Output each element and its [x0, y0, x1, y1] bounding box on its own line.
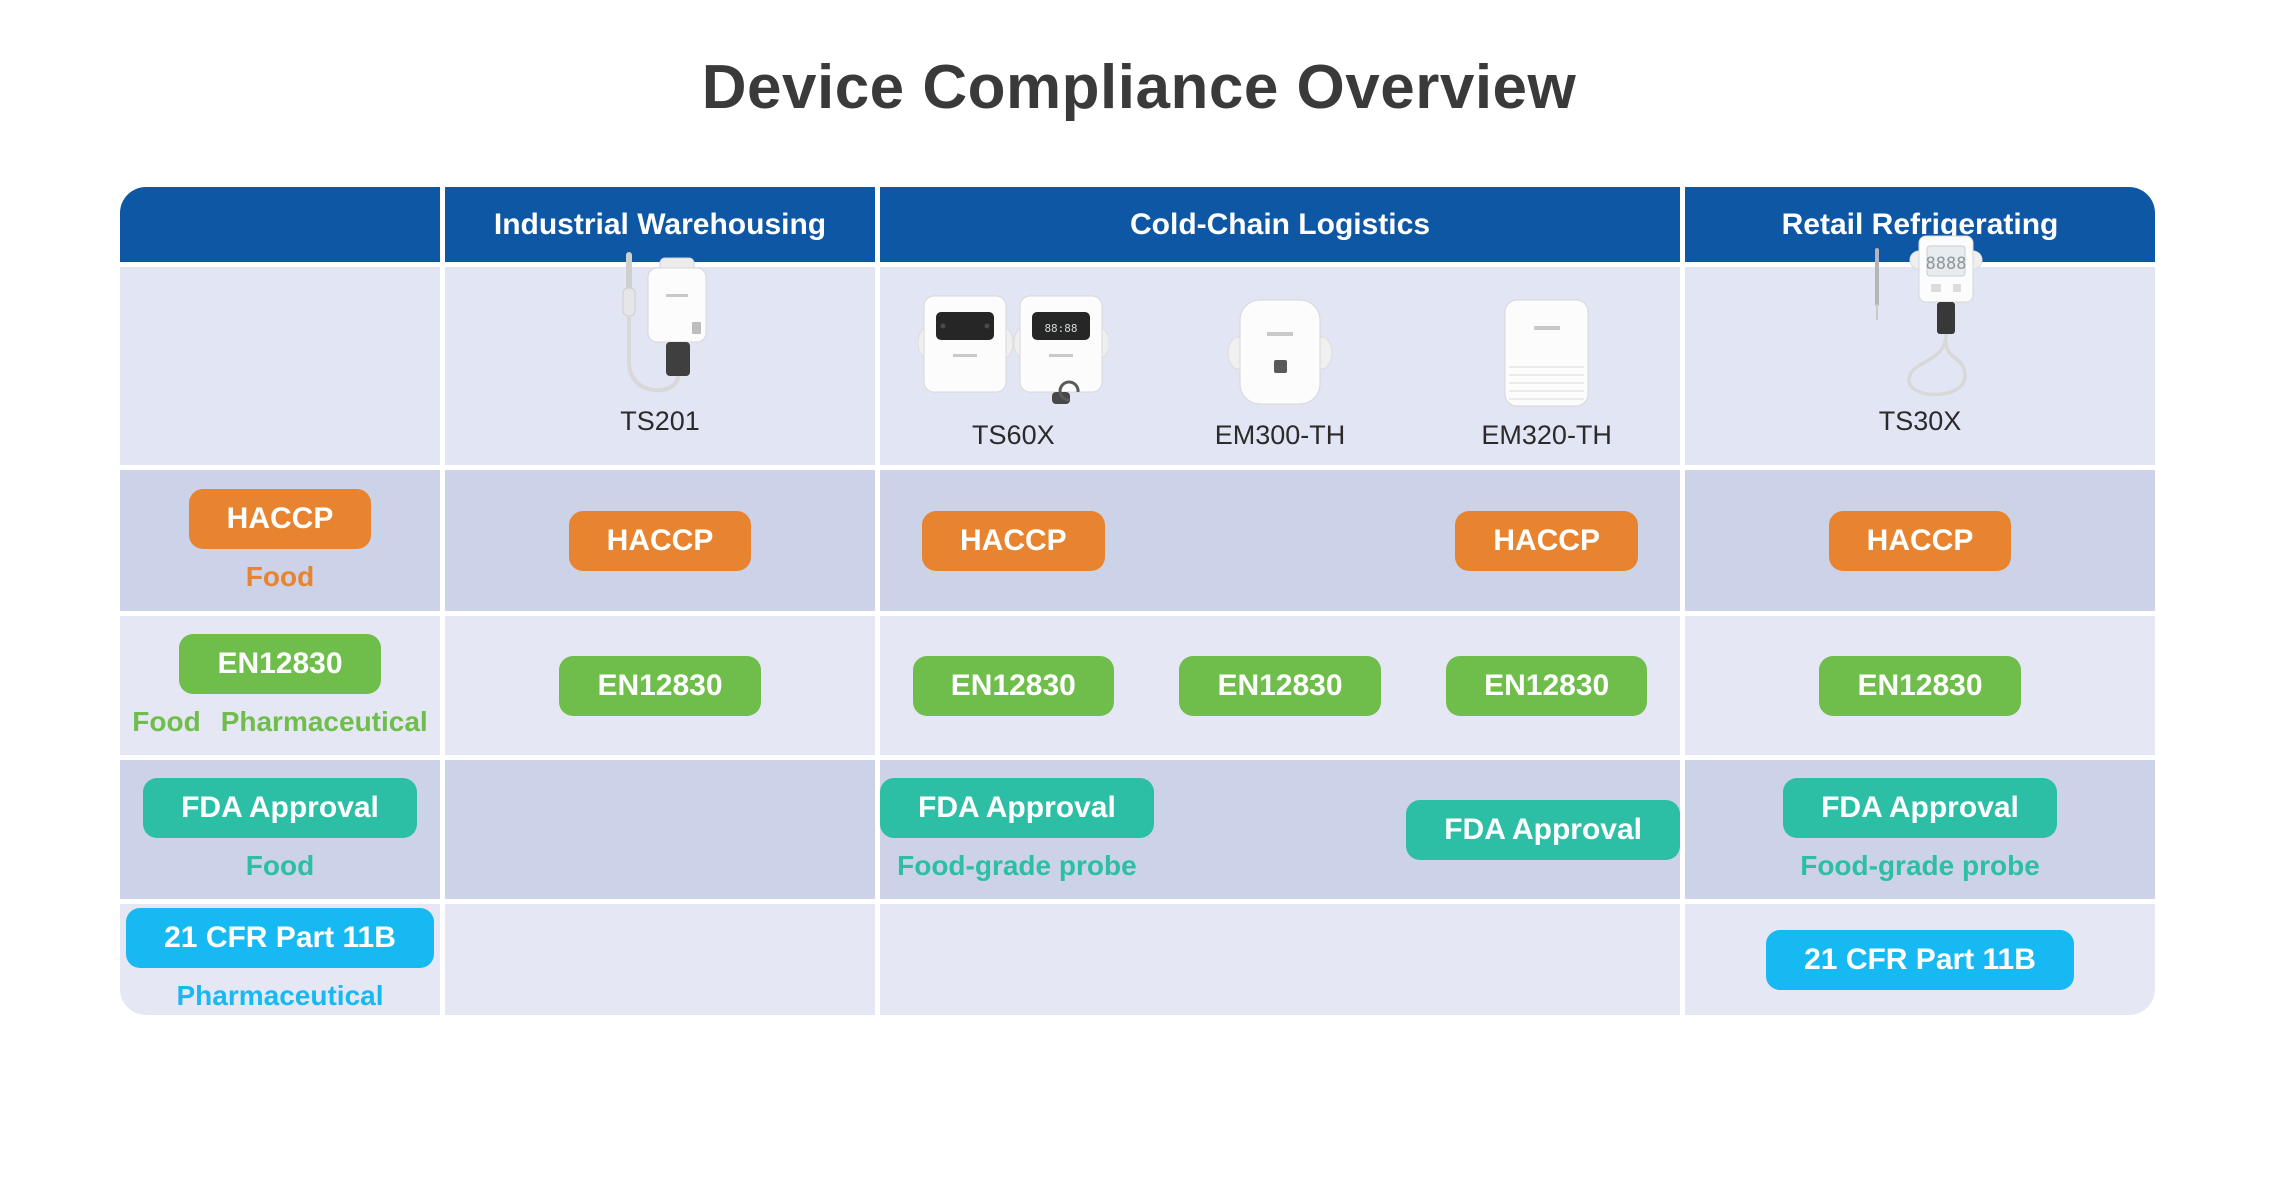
cell-en12830-cold-chain: EN12830 EN12830 EN12830: [880, 616, 1680, 755]
haccp-category: Food: [245, 560, 315, 592]
ts60x-device-image: 88:88: [918, 288, 1109, 410]
fda-food-grade-probe-note: Food-grade probe: [897, 849, 1137, 881]
row-label-21-cfr-part-11b: 21 CFR Part 11B Pharmaceutical: [120, 904, 440, 1015]
device-name-ts60x: TS60X: [972, 420, 1055, 450]
page-title: Device Compliance Overview: [701, 53, 1577, 122]
cell-fda-em300-empty: [1154, 760, 1406, 899]
svg-text:88:88: 88:88: [1045, 322, 1078, 335]
em320-th-device-image: [1494, 296, 1599, 410]
en12830-category-food: Food: [132, 705, 201, 737]
header-industrial-warehousing: Industrial Warehousing: [445, 187, 875, 262]
cfr-category: Pharmaceutical: [176, 979, 384, 1011]
row-label-en12830: EN12830 Food Pharmaceutical: [120, 616, 440, 755]
fda-approval-badge: FDA Approval: [1406, 799, 1680, 860]
cell-fda-ts60x: FDA Approval Food-grade probe: [880, 760, 1154, 899]
cell-fda-ts30x: FDA Approval Food-grade probe: [1685, 760, 2155, 899]
cell-en12830-ts201: EN12830: [445, 616, 875, 755]
device-slot-em320-th: EM320-TH: [1413, 267, 1680, 465]
cell-haccp-ts30x: HACCP: [1685, 470, 2155, 611]
cell-en12830-ts60x: EN12830: [880, 616, 1147, 755]
cell-haccp-ts201: HACCP: [445, 470, 875, 611]
cell-devices-cold-chain: 88:88 TS60X EM300-TH: [880, 267, 1680, 465]
cell-fda-em320: FDA Approval: [1406, 760, 1680, 899]
fda-approval-badge: FDA Approval: [880, 777, 1154, 838]
cell-fda-ts201-empty: [445, 760, 875, 899]
device-row-label-cell: [120, 267, 440, 465]
cfr-badge: 21 CFR Part 11B: [126, 907, 434, 968]
fda-category: Food: [245, 849, 315, 881]
en12830-badge: EN12830: [1179, 655, 1381, 716]
cell-haccp-ts60x: HACCP: [880, 470, 1147, 611]
cell-device-ts201: TS201: [445, 252, 875, 465]
haccp-badge: HACCP: [188, 488, 372, 549]
cell-device-ts30x: 8888 TS30X: [1685, 235, 2155, 465]
haccp-badge: HACCP: [1828, 510, 2012, 571]
cell-haccp-em320: HACCP: [1413, 470, 1680, 611]
device-name-em320-th: EM320-TH: [1481, 420, 1612, 450]
cell-en12830-ts30x: EN12830: [1685, 616, 2155, 755]
device-slot-em300-th: EM300-TH: [1147, 267, 1414, 465]
device-slot-ts201: TS201: [600, 246, 720, 451]
cell-haccp-cold-chain: HACCP HACCP: [880, 470, 1680, 611]
en12830-categories: Food Pharmaceutical: [132, 694, 427, 738]
device-name-ts30x: TS30X: [1878, 406, 1962, 436]
em300-th-device-image: [1220, 296, 1340, 410]
row-label-haccp: HACCP Food: [120, 470, 440, 611]
ts201-device-image: [600, 246, 720, 396]
en12830-category-pharmaceutical: Pharmaceutical: [220, 705, 428, 737]
device-name-ts201: TS201: [620, 406, 700, 436]
haccp-badge: HACCP: [568, 510, 752, 571]
en12830-badge: EN12830: [179, 633, 381, 694]
fda-food-grade-probe-note: Food-grade probe: [1800, 849, 2040, 881]
cfr-badge: 21 CFR Part 11B: [1766, 929, 2074, 990]
cell-cfr-cold-chain-empty: [880, 904, 1680, 1015]
compliance-table: Industrial Warehousing Cold-Chain Logist…: [120, 187, 2155, 1015]
cell-en12830-em320: EN12830: [1413, 616, 1680, 755]
haccp-badge: HACCP: [1455, 510, 1638, 571]
en12830-badge: EN12830: [559, 655, 761, 716]
cell-haccp-em300-empty: [1147, 470, 1414, 611]
fda-approval-badge: FDA Approval: [143, 777, 417, 838]
device-slot-ts60x: 88:88 TS60X: [880, 267, 1147, 465]
haccp-badge: HACCP: [921, 510, 1105, 571]
cell-fda-cold-chain: FDA Approval Food-grade probe FDA Approv…: [880, 760, 1680, 899]
cell-cfr-ts201-empty: [445, 904, 875, 1015]
row-label-fda-approval: FDA Approval Food: [120, 760, 440, 899]
fda-approval-badge: FDA Approval: [1783, 777, 2057, 838]
header-empty-cell: [120, 187, 440, 262]
device-name-em300-th: EM300-TH: [1214, 420, 1346, 450]
en12830-badge: EN12830: [1819, 655, 2021, 716]
svg-text:8888: 8888: [1926, 254, 1967, 274]
device-slot-ts30x: 8888 TS30X: [1845, 234, 1995, 451]
en12830-badge: EN12830: [912, 655, 1114, 716]
ts30x-device-image: 8888: [1845, 234, 1995, 396]
en12830-badge: EN12830: [1446, 655, 1648, 716]
cell-cfr-ts30x: 21 CFR Part 11B: [1685, 904, 2155, 1015]
header-cold-chain-logistics: Cold-Chain Logistics: [880, 187, 1680, 262]
cell-en12830-em300: EN12830: [1147, 616, 1414, 755]
